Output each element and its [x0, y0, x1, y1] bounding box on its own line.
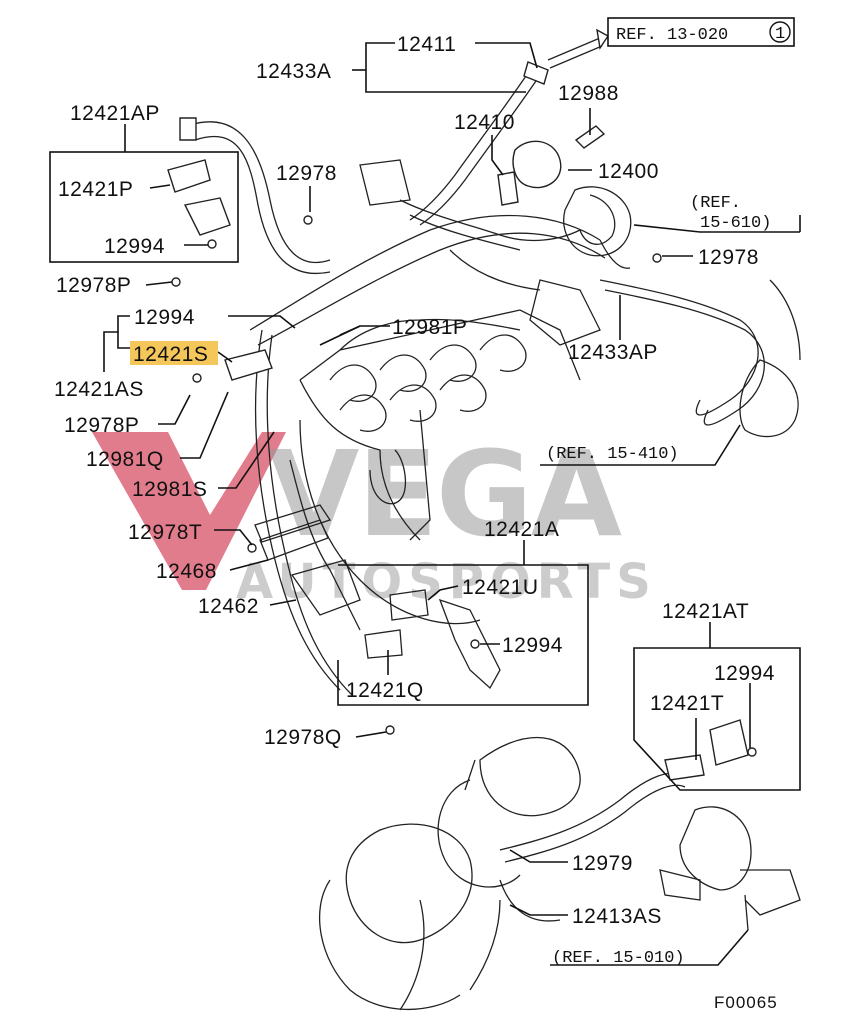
- watermark-v-mark: [92, 432, 286, 590]
- leader-lines: [49, 42, 801, 966]
- label-12421AS: 12421AS: [54, 378, 144, 401]
- label-12400: 12400: [598, 160, 659, 183]
- ref-13-020-box: [607, 17, 795, 47]
- label-12988: 12988: [558, 82, 619, 105]
- diagram-code: F00065: [714, 993, 778, 1012]
- part-labels: REF. 13-020 1 12411 12433A 12988 12421AP…: [54, 17, 795, 1012]
- label-12421U: 12421U: [462, 576, 539, 599]
- ref-15-410: (REF. 15-410): [546, 445, 679, 464]
- label-12994-d: 12994: [714, 662, 775, 685]
- label-12981Q: 12981Q: [86, 448, 164, 471]
- ref-13-020-circle: [769, 21, 791, 43]
- label-12411: 12411: [397, 33, 456, 56]
- highlight-12421S: [130, 341, 218, 365]
- label-12421S: 12421S: [133, 343, 208, 366]
- label-12421AT: 12421AT: [662, 600, 749, 623]
- label-12978T: 12978T: [128, 521, 202, 544]
- label-12421Q: 12421Q: [346, 679, 424, 702]
- engine-drawing: [167, 28, 801, 1011]
- label-12413AS: 12413AS: [572, 905, 662, 928]
- watermark-main: VEGA: [268, 425, 622, 563]
- label-12421A: 12421A: [484, 518, 559, 541]
- watermark: VEGA AUTOSPORTS: [92, 425, 651, 610]
- label-12981P: 12981P: [392, 316, 467, 339]
- label-12979: 12979: [572, 852, 633, 875]
- label-12433AP: 12433AP: [568, 341, 658, 364]
- label-12994-b: 12994: [134, 306, 195, 329]
- label-12468: 12468: [156, 560, 217, 583]
- label-12994-c: 12994: [502, 634, 563, 657]
- label-12462: 12462: [198, 595, 259, 618]
- label-12978-right: 12978: [698, 246, 759, 269]
- label-12978P-a: 12978P: [56, 274, 131, 297]
- label-12421P: 12421P: [58, 178, 133, 201]
- label-12994-a: 12994: [104, 235, 165, 258]
- ref-13-020: REF. 13-020: [616, 26, 728, 45]
- label-12981S: 12981S: [132, 478, 207, 501]
- label-12421AP: 12421AP: [70, 102, 160, 125]
- ref-15-010: (REF. 15-010): [552, 949, 685, 968]
- label-12433A: 12433A: [256, 60, 331, 83]
- label-12410: 12410: [454, 111, 515, 134]
- label-12978Q: 12978Q: [264, 726, 342, 749]
- label-12421T: 12421T: [650, 692, 724, 715]
- ref-13-020-circle-num: 1: [775, 25, 785, 44]
- label-12978P-b: 12978P: [64, 414, 139, 437]
- label-12978-top: 12978: [276, 162, 337, 185]
- ref-15-610-a: (REF.: [690, 194, 741, 213]
- ref-15-610-b: 15-610): [700, 214, 771, 233]
